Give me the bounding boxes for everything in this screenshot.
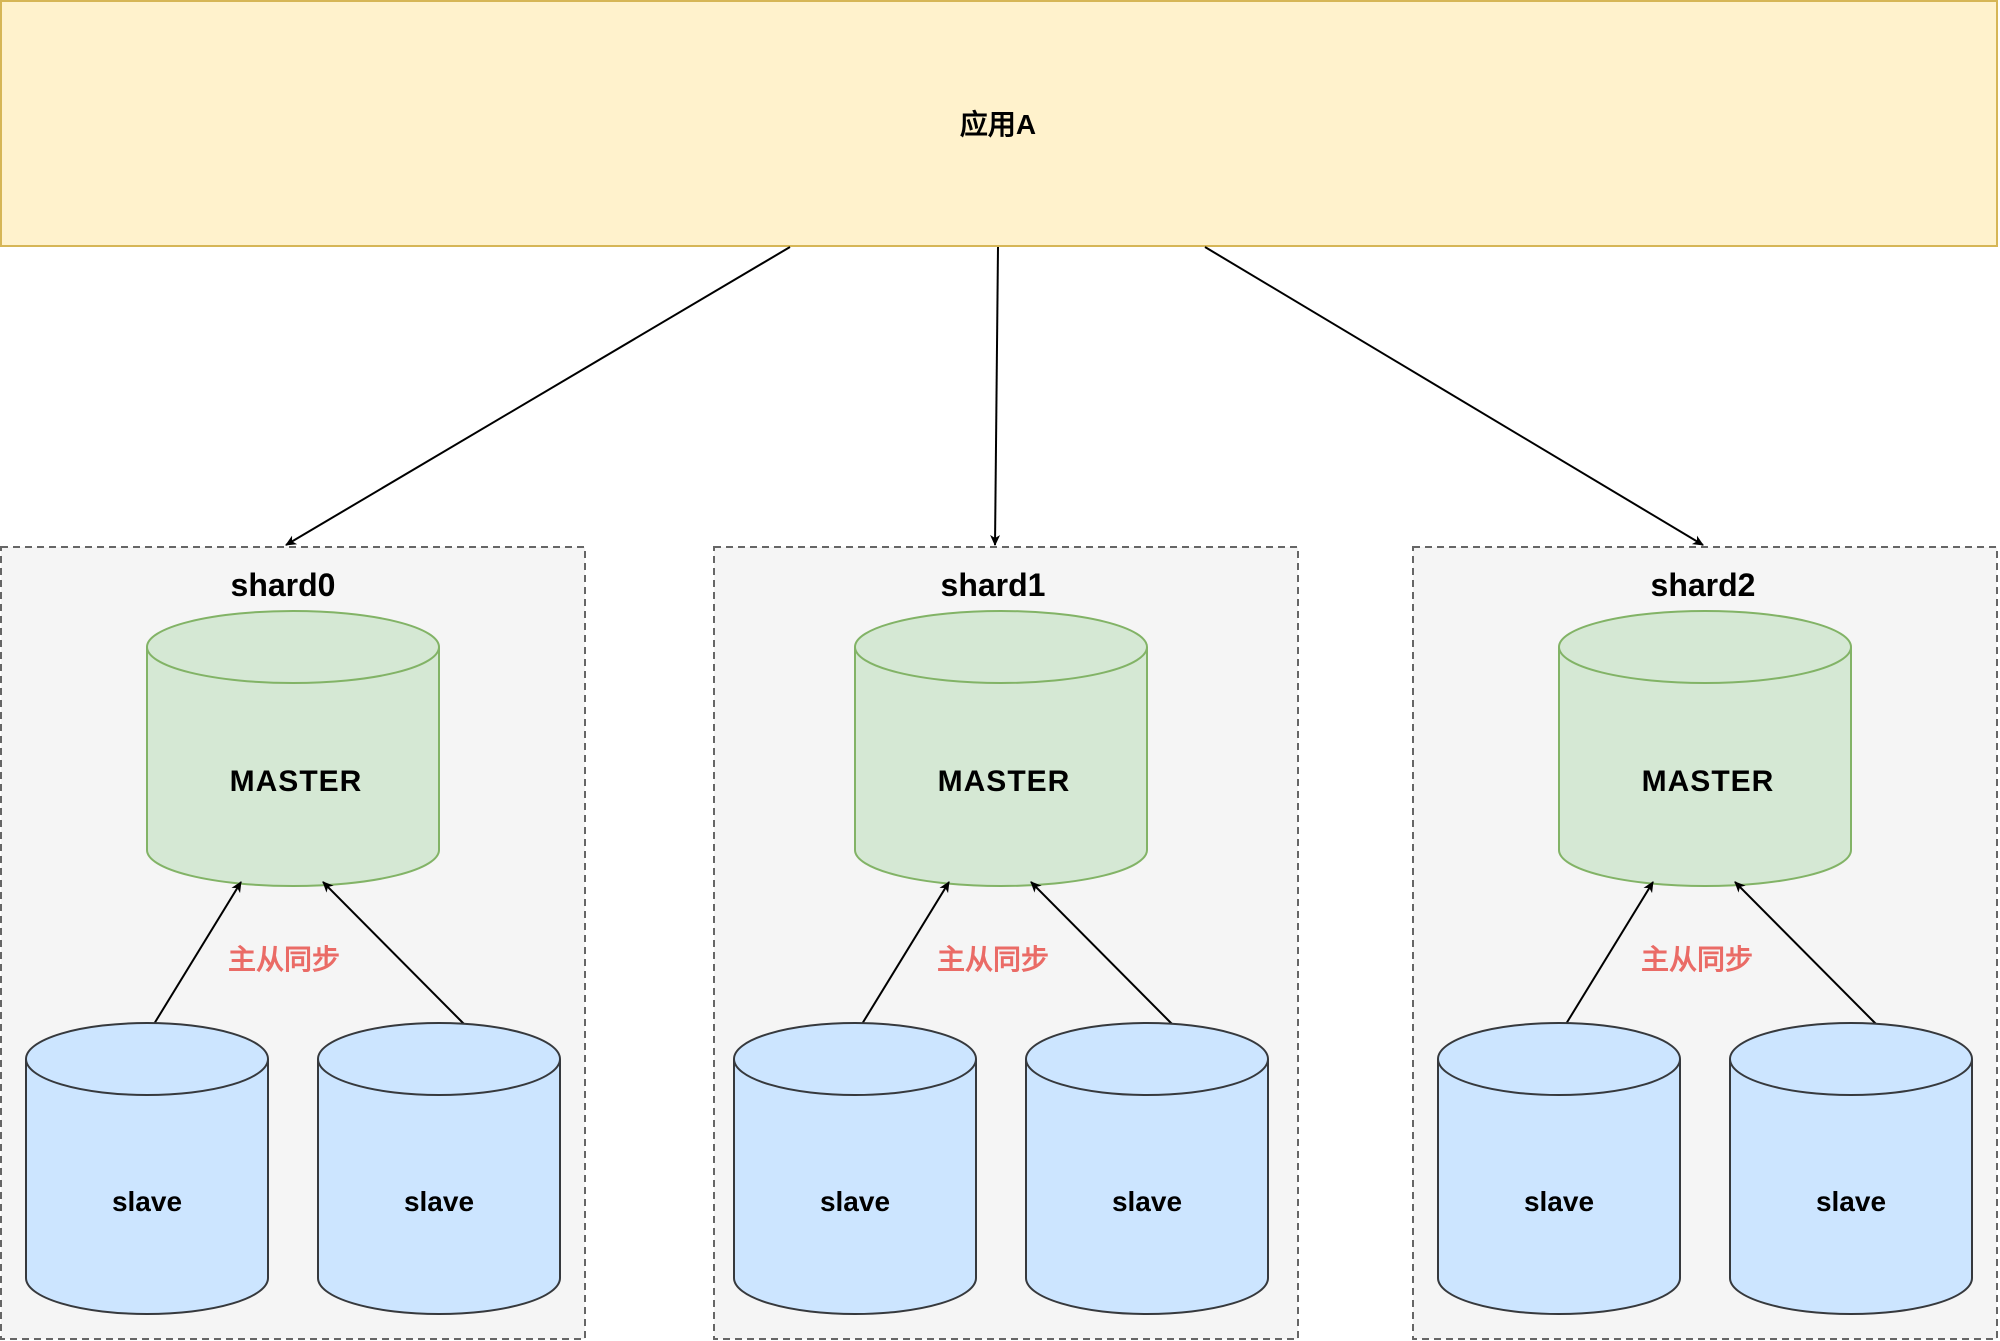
edge-app-shard2 [1204,246,1704,546]
slave-label: slave [404,1186,474,1217]
sync-label: 主从同步 [228,944,340,975]
edge-app-shard0 [285,246,791,546]
shard-group-1: shard1 MASTER 主从同步 slave slave [713,546,1299,1340]
slave-label: slave [820,1186,890,1217]
sync-arrow-left [861,881,950,1025]
slave-db-cylinder [733,1022,977,1315]
slave-db-cylinder [1729,1022,1973,1315]
shard-label: shard2 [1651,567,1756,603]
shard-label: shard0 [231,567,336,603]
slave-label: slave [1112,1186,1182,1217]
sync-arrow-right [1030,881,1173,1025]
sync-arrow-left [1565,881,1654,1025]
sync-arrow-right [1734,881,1877,1025]
shard-group-2: shard2 MASTER 主从同步 slave slave [1412,546,1998,1340]
app-label: 应用A [960,108,1036,140]
sync-label: 主从同步 [1641,944,1753,975]
sync-label: 主从同步 [937,944,1049,975]
sync-arrow-left [153,881,242,1025]
slave-label: slave [112,1186,182,1217]
shard-group-0: shard0 MASTER 主从同步 slave slave [0,546,586,1340]
app-node: 应用A [0,0,1998,247]
app-box [0,0,1998,247]
master-label: MASTER [938,765,1071,798]
slave-db-cylinder [317,1022,561,1315]
shard-label: shard1 [941,567,1046,603]
slave-label: slave [1816,1186,1886,1217]
master-label: MASTER [230,765,363,798]
app-to-shard-edges [285,246,1704,546]
master-db-cylinder [854,610,1148,887]
slave-db-cylinder [1025,1022,1269,1315]
master-label: MASTER [1642,765,1775,798]
master-db-cylinder [146,610,440,887]
slave-db-cylinder [25,1022,269,1315]
sync-arrow-right [322,881,465,1025]
slave-db-cylinder [1437,1022,1681,1315]
slave-label: slave [1524,1186,1594,1217]
edge-app-shard1 [990,246,1001,546]
master-db-cylinder [1558,610,1852,887]
